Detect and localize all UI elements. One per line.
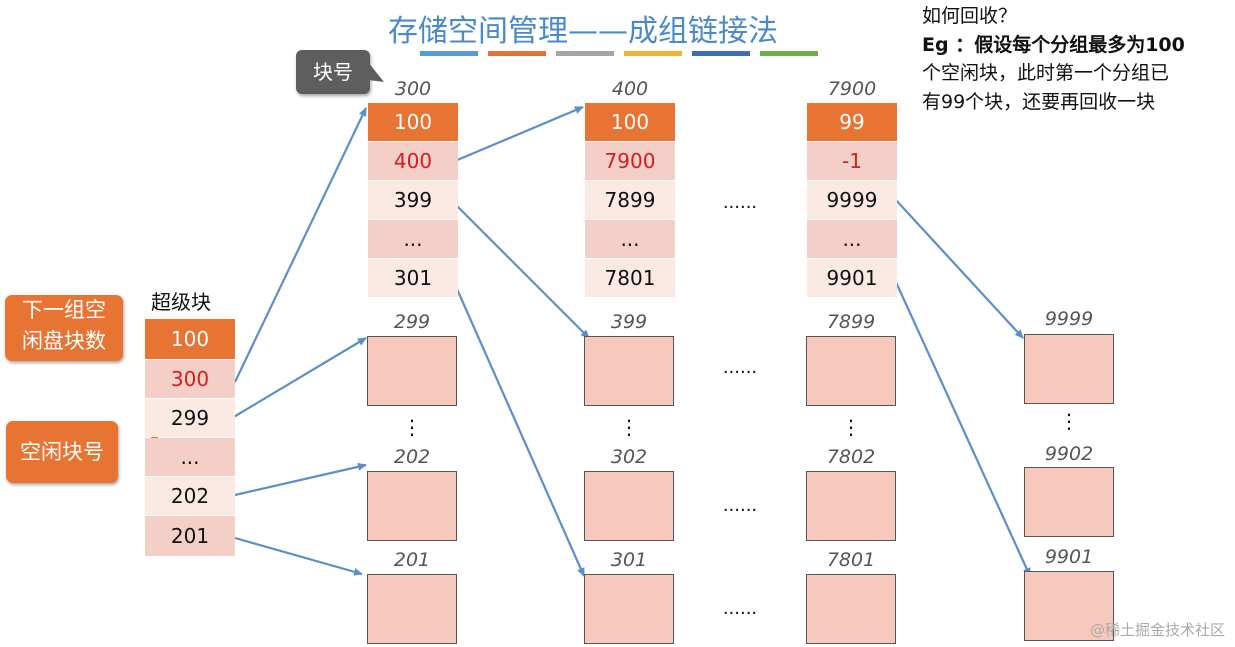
free-block	[367, 574, 457, 644]
superblock-cell: 202	[145, 477, 235, 515]
free-block	[806, 471, 896, 541]
block-label: 302	[610, 446, 648, 468]
group-cell: 99	[807, 103, 897, 141]
block-label: 201	[393, 549, 431, 571]
arrow-g7900-9901-to-block9901	[893, 279, 1032, 577]
accent-bar	[692, 51, 750, 56]
group-cell: 100	[368, 103, 458, 141]
group-cell: 9999	[807, 181, 897, 219]
accent-bars	[420, 51, 818, 56]
arrow-g300-399-to-block399	[454, 203, 590, 339]
group-cell: ...	[807, 220, 897, 258]
note-line: 有99个块，还要再回收一块	[922, 90, 1156, 113]
free-block	[806, 574, 896, 644]
free-block	[367, 471, 457, 541]
arrow-sb202-to-block202	[234, 462, 367, 497]
free-block	[584, 574, 674, 644]
arrow-g300-400-to-group400	[454, 105, 584, 163]
block-label: 9999	[1044, 308, 1094, 330]
superblock-label: 超级块	[151, 290, 211, 314]
note-line: 如何回收？	[922, 5, 1018, 27]
group-cell: 400	[368, 142, 458, 180]
free-block	[1024, 334, 1114, 404]
free-block	[806, 336, 896, 406]
superblock-cell: 100	[145, 319, 235, 359]
block-label: 7801	[826, 549, 876, 571]
group-cell: 100	[585, 103, 675, 141]
group-label: 300	[394, 78, 432, 100]
superblock-cell: 300	[145, 360, 235, 398]
superblock-cell: ...	[145, 438, 235, 476]
arrow-g300-301-to-block301	[451, 279, 586, 577]
vdots: ⋮	[402, 415, 422, 439]
free-block	[584, 336, 674, 406]
block-label: 7802	[826, 446, 876, 468]
free-block	[584, 471, 674, 541]
arrow-sb201-to-block201	[234, 536, 363, 576]
vdots: ⋮	[619, 415, 639, 439]
free-block	[1024, 571, 1114, 641]
group-label: 400	[611, 78, 649, 100]
block-label: 299	[393, 311, 431, 333]
group-cell: ...	[368, 220, 458, 258]
group-cell: 7899	[585, 181, 675, 219]
free-block-number-callout: 空闲块号	[6, 421, 118, 483]
group-cell: 9901	[807, 259, 897, 297]
superblock-cell: 201	[145, 516, 235, 556]
vdots: ⋮	[1059, 409, 1079, 433]
hdots: ......	[722, 598, 758, 619]
accent-bar	[624, 51, 682, 56]
group-cell: -1	[807, 142, 897, 180]
arrow-g7900-9999-to-block9999	[894, 198, 1024, 339]
block-label: 9902	[1044, 443, 1094, 465]
accent-bar	[420, 51, 478, 56]
note-line: Eg ：假设每个分组最多为100	[922, 33, 1185, 56]
arrow-sb299-to-block299	[231, 337, 367, 419]
page-title: 存储空间管理——成组链接法	[388, 14, 778, 49]
group-cell: 399	[368, 181, 458, 219]
free-block	[1024, 467, 1114, 537]
hdots: ......	[722, 192, 758, 213]
next-group-count-callout: 下一组空 闲盘块数	[5, 295, 123, 361]
arrow-sb300-to-group300	[234, 107, 367, 383]
hdots: ......	[722, 357, 758, 378]
block-label: 399	[610, 311, 648, 333]
block-label: 301	[610, 549, 648, 571]
block-label: 9901	[1044, 546, 1094, 568]
free-block	[367, 336, 457, 406]
accent-bar	[488, 51, 546, 56]
hdots: ......	[722, 495, 758, 516]
superblock-cell: 299	[145, 399, 235, 437]
block-number-tag: 块号	[296, 50, 370, 94]
watermark: @稀土掘金技术社区	[1089, 621, 1225, 639]
group-cell: 301	[368, 259, 458, 297]
accent-bar	[556, 51, 614, 56]
reclaim-note: 如何回收？ Eg ：假设每个分组最多为100 个空闲块，此时第一个分组已 有99…	[922, 2, 1185, 116]
accent-bar	[760, 51, 818, 56]
note-line: 个空闲块，此时第一个分组已	[922, 62, 1170, 84]
group-cell: 7801	[585, 259, 675, 297]
group-label: 7900	[827, 78, 877, 100]
block-label: 202	[393, 446, 431, 468]
vdots: ⋮	[841, 415, 861, 439]
group-cell: ...	[585, 220, 675, 258]
group-cell: 7900	[585, 142, 675, 180]
block-label: 7899	[826, 311, 876, 333]
